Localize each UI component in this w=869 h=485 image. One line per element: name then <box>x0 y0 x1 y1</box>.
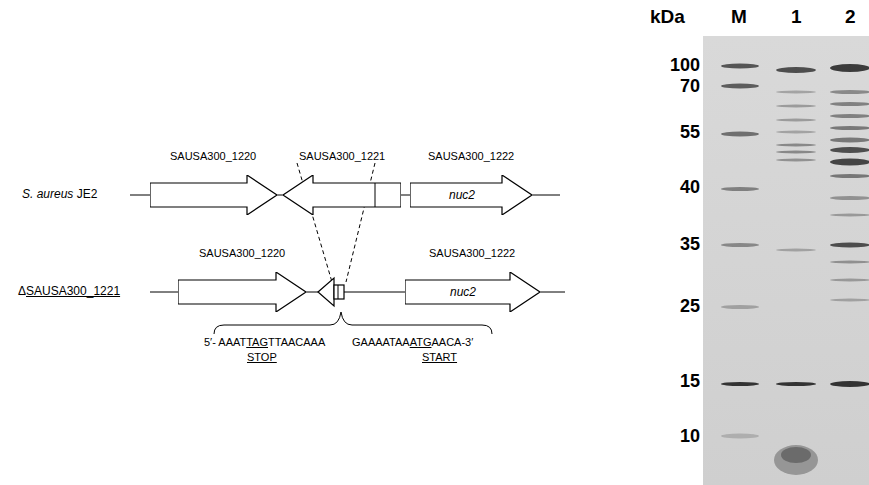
gel-band <box>776 119 816 122</box>
gel-band <box>776 382 816 386</box>
gel-band <box>830 299 869 302</box>
gene-name: SAUSA300_1220 <box>199 247 285 259</box>
gene-arrow-outline <box>405 272 540 312</box>
lane-label: 1 <box>791 6 802 28</box>
gene-arrow-shape <box>178 272 306 312</box>
gel-band <box>721 243 759 247</box>
gene-arrow: SAUSA300_1222nuc2 <box>405 272 540 312</box>
marker-size: 100 <box>670 55 700 76</box>
gel-band <box>776 131 816 134</box>
gel-band <box>830 138 869 143</box>
gel-band <box>830 174 869 178</box>
gel-band <box>830 214 869 217</box>
gel-bands <box>721 64 869 476</box>
gene-arrow-outline <box>178 272 306 312</box>
gel-band <box>721 132 759 137</box>
dna-line <box>344 292 405 293</box>
gene-arrow-outline <box>410 175 532 215</box>
deletion-line <box>346 163 375 282</box>
gel-band <box>721 187 759 191</box>
gel-band <box>776 249 816 252</box>
marker-size: 15 <box>680 371 700 392</box>
deletion-line <box>297 163 332 282</box>
gel-band <box>830 147 869 153</box>
gel-band <box>830 243 869 248</box>
gel-band <box>776 91 816 94</box>
gene-arrow: SAUSA300_1222nuc2 <box>410 175 532 215</box>
gene-name: SAUSA300_1222 <box>428 150 514 162</box>
gel-band <box>830 114 869 118</box>
lane-label: 2 <box>845 6 856 28</box>
axis-unit: kDa <box>650 6 685 28</box>
gel-band <box>830 279 869 282</box>
marker-size: 10 <box>680 426 700 447</box>
gene-arrow: SAUSA300_1221 <box>283 175 401 215</box>
gene-name: SAUSA300_1221 <box>299 150 385 162</box>
gel-band <box>830 196 869 200</box>
gel-band <box>776 144 816 147</box>
gel-band <box>721 84 759 89</box>
gene-arrow-outline <box>150 175 277 215</box>
gel-band <box>721 64 759 69</box>
gel-band <box>830 64 869 72</box>
gel-band <box>721 305 759 309</box>
gel-band <box>774 445 818 475</box>
dna-line <box>306 292 318 293</box>
marker-size: 70 <box>680 76 700 97</box>
mutant-name: ΔSAUSA300_1221 <box>18 284 120 298</box>
remnant-gene <box>338 285 339 299</box>
dna-line <box>130 195 150 196</box>
gene-arrow-shape <box>150 175 277 215</box>
dna-line <box>540 292 565 293</box>
codon-label: START <box>422 351 457 363</box>
remnant-gene <box>334 285 344 299</box>
gene-symbol: nuc2 <box>450 285 476 299</box>
gel-band <box>721 434 759 439</box>
gel-band <box>830 102 869 106</box>
gel-band <box>776 105 816 108</box>
gel-band <box>830 261 869 264</box>
gene-name: SAUSA300_1220 <box>170 150 256 162</box>
gene-arrow: SAUSA300_1220 <box>150 175 277 215</box>
gel-band <box>776 159 816 162</box>
gel-band <box>830 90 869 94</box>
marker-size: 35 <box>680 234 700 255</box>
gel <box>703 36 869 485</box>
gel-band <box>776 151 816 154</box>
gel-band <box>830 126 869 130</box>
gene-arrow: SAUSA300_1220 <box>178 272 306 312</box>
gel-band <box>721 382 759 386</box>
dna-line <box>532 195 560 196</box>
marker-size: 25 <box>680 296 700 317</box>
gel-band <box>781 447 811 463</box>
dna-line <box>150 292 178 293</box>
sequence-brace <box>214 312 492 334</box>
deletion-mark <box>375 183 376 207</box>
gene-arrow-shape <box>283 175 401 215</box>
lane-label: M <box>731 6 747 28</box>
strain-name: S. aureus JE2 <box>22 187 97 201</box>
sequence: GAAAATAAATGAACA-3′ <box>352 336 473 348</box>
gel-band <box>830 381 869 387</box>
sequence: 5′- AAATTAGTTAACAAA <box>204 336 325 348</box>
gene-arrow-outline <box>283 175 401 215</box>
dna-line <box>400 195 410 196</box>
gene-name: SAUSA300_1222 <box>429 247 515 259</box>
gel-band <box>776 67 816 73</box>
marker-size: 55 <box>680 122 700 143</box>
gene-symbol: nuc2 <box>449 188 475 202</box>
marker-size: 40 <box>680 177 700 198</box>
gel-band <box>830 159 869 166</box>
remnant-gene <box>318 278 334 306</box>
codon-label: STOP <box>247 351 277 363</box>
